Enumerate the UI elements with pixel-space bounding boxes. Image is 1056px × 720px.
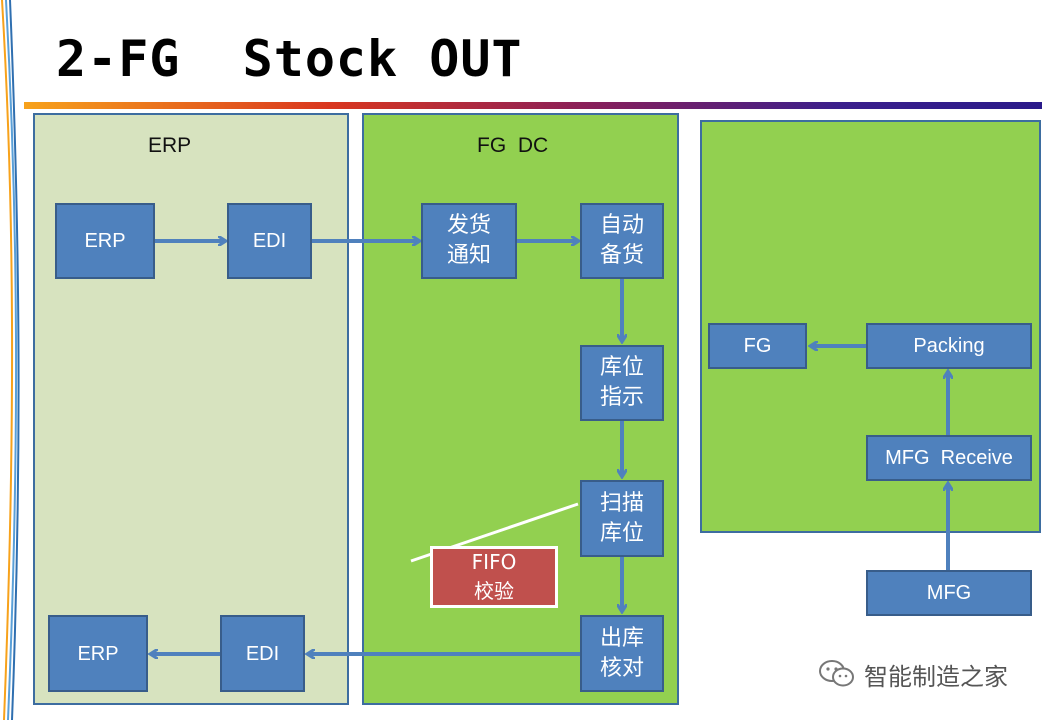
title-divider: [24, 102, 1042, 109]
erp-box-top: ERP: [55, 203, 155, 279]
auto-stock-box: 自动 备货: [580, 203, 664, 279]
fg-dc-panel-label: FG DC: [477, 134, 549, 157]
mfg-box: MFG: [866, 570, 1032, 616]
watermark-text: 智能制造之家: [864, 662, 1008, 691]
outbound-check-box: 出库 核对: [580, 615, 664, 692]
fg-box: FG: [708, 323, 807, 369]
erp-box-bottom: ERP: [48, 615, 148, 692]
edi-box-bottom: EDI: [220, 615, 305, 692]
watermark: 智能制造之家: [818, 656, 1008, 692]
ship-notice-box: 发货 通知: [421, 203, 517, 279]
left-decoration: [1, 0, 20, 720]
scan-location-box: 扫描 库位: [580, 480, 664, 557]
edi-box-top: EDI: [227, 203, 312, 279]
packing-box: Packing: [866, 323, 1032, 369]
page-title: 2-FG Stock OUT: [56, 30, 523, 88]
location-hint-box: 库位 指示: [580, 345, 664, 421]
wechat-icon: [819, 660, 854, 687]
mfg-receive-box: MFG Receive: [866, 435, 1032, 481]
fifo-check-callout: FIFO 校验: [430, 546, 558, 608]
erp-panel-label: ERP: [148, 134, 192, 157]
